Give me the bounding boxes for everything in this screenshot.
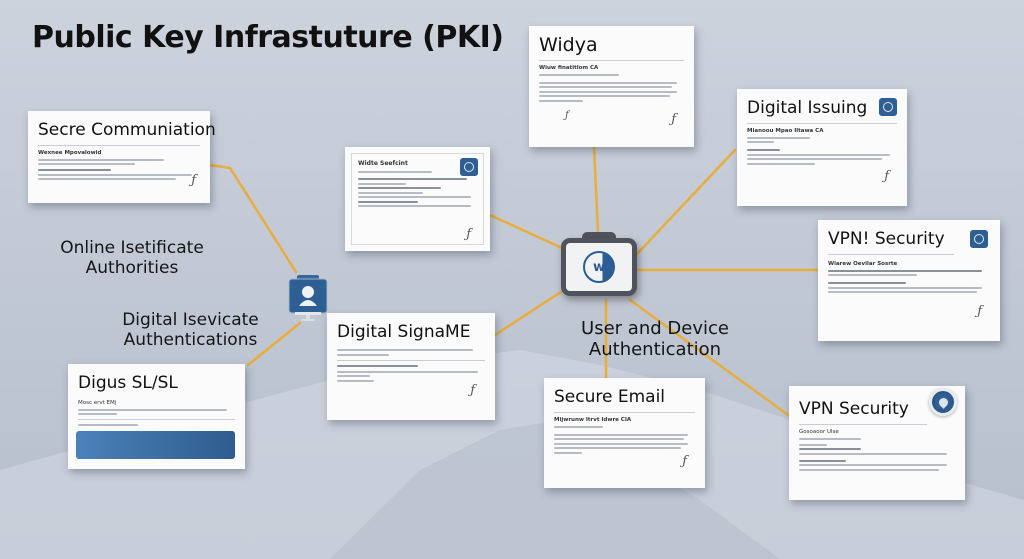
card-digital-issuing: Digital Issuing Mianoou Mpao Iltawa CA ƒ	[737, 89, 907, 206]
card-secure-communication: Secre Communiation Wexnee Mpovalowid ƒ	[28, 111, 216, 203]
card-widya: Widya Wiuw finatitlom CA ƒ ƒ	[529, 26, 694, 147]
card-title: Widya	[539, 34, 598, 56]
signature: ƒ	[191, 173, 196, 188]
hub-tab	[582, 232, 616, 242]
card-digital-signame: Digital SignaME ƒ	[327, 313, 495, 420]
signature: ƒ	[565, 110, 569, 121]
shield-badge-icon	[879, 98, 897, 116]
shield-badge-icon	[970, 230, 988, 248]
label-line: Authorities	[85, 258, 179, 278]
card-subtitle: Mijwrunw Itrvt Idwre CIA	[554, 417, 632, 423]
card-title: Widte Seefcint	[358, 160, 408, 167]
signature: ƒ	[977, 304, 982, 319]
card-subtitle: Mianoou Mpao Iltawa CA	[747, 128, 824, 134]
card-title: Digus SL/SL	[78, 373, 178, 393]
label-line: Authentication	[588, 339, 722, 360]
page-title: Public Key Infrastuture (PKI)	[32, 20, 504, 55]
shield-badge-icon	[460, 158, 478, 176]
card-title: Secure Email	[554, 387, 666, 407]
label-digital-authentications: Digital Isevicate Authentications	[118, 310, 263, 350]
card-subtitle: Wexnee Mpovalowid	[38, 150, 102, 156]
label-user-device-authentication: User and Device Authentication	[580, 318, 730, 360]
card-widte-seefcint: Widte Seefcint ƒ	[345, 147, 490, 251]
label-line: Online Isetificate	[60, 238, 204, 258]
w-logo-icon: w	[583, 251, 615, 283]
signature: ƒ	[884, 169, 889, 184]
user-profile-monitor-icon	[288, 275, 328, 321]
card-digus-ssl: Digus SL/SL Mosc ervt EMj	[68, 364, 245, 469]
card-subtitle: Mosc ervt EMj	[78, 400, 117, 406]
card-subtitle: Wiuw finatitlom CA	[539, 65, 599, 71]
label-line: Digital Isevicate	[122, 310, 259, 330]
label-line: Authentications	[123, 330, 258, 350]
card-vpn-security-1: VPN! Security Wiarew Oevilar Sosrte ƒ	[818, 220, 1000, 341]
shield-round-badge-icon	[929, 388, 957, 416]
blue-action-bar	[76, 431, 235, 459]
signature: ƒ	[470, 383, 475, 398]
label-line: User and Device	[581, 318, 729, 339]
card-title: VPN! Security	[828, 229, 945, 249]
card-title: Digital Issuing	[747, 98, 868, 118]
card-subtitle: Gosoaoor Ulse	[799, 429, 839, 435]
label-online-ca: Online Isetificate Authorities	[52, 238, 212, 278]
card-vpn-security-2: VPN Security Gosoaoor Ulse	[789, 386, 965, 500]
card-secure-email: Secure Email Mijwrunw Itrvt Idwre CIA ƒ	[544, 378, 705, 488]
card-title: Secre Communiation	[38, 120, 216, 140]
signature: ƒ	[466, 227, 471, 242]
card-title: VPN Security	[799, 399, 909, 419]
card-title: Digital SignaME	[337, 322, 471, 342]
hub-w-logo-icon: w	[561, 238, 637, 296]
card-subtitle: Wiarew Oevilar Sosrte	[828, 261, 898, 267]
signature: ƒ	[682, 454, 687, 469]
signature: ƒ	[671, 112, 676, 127]
